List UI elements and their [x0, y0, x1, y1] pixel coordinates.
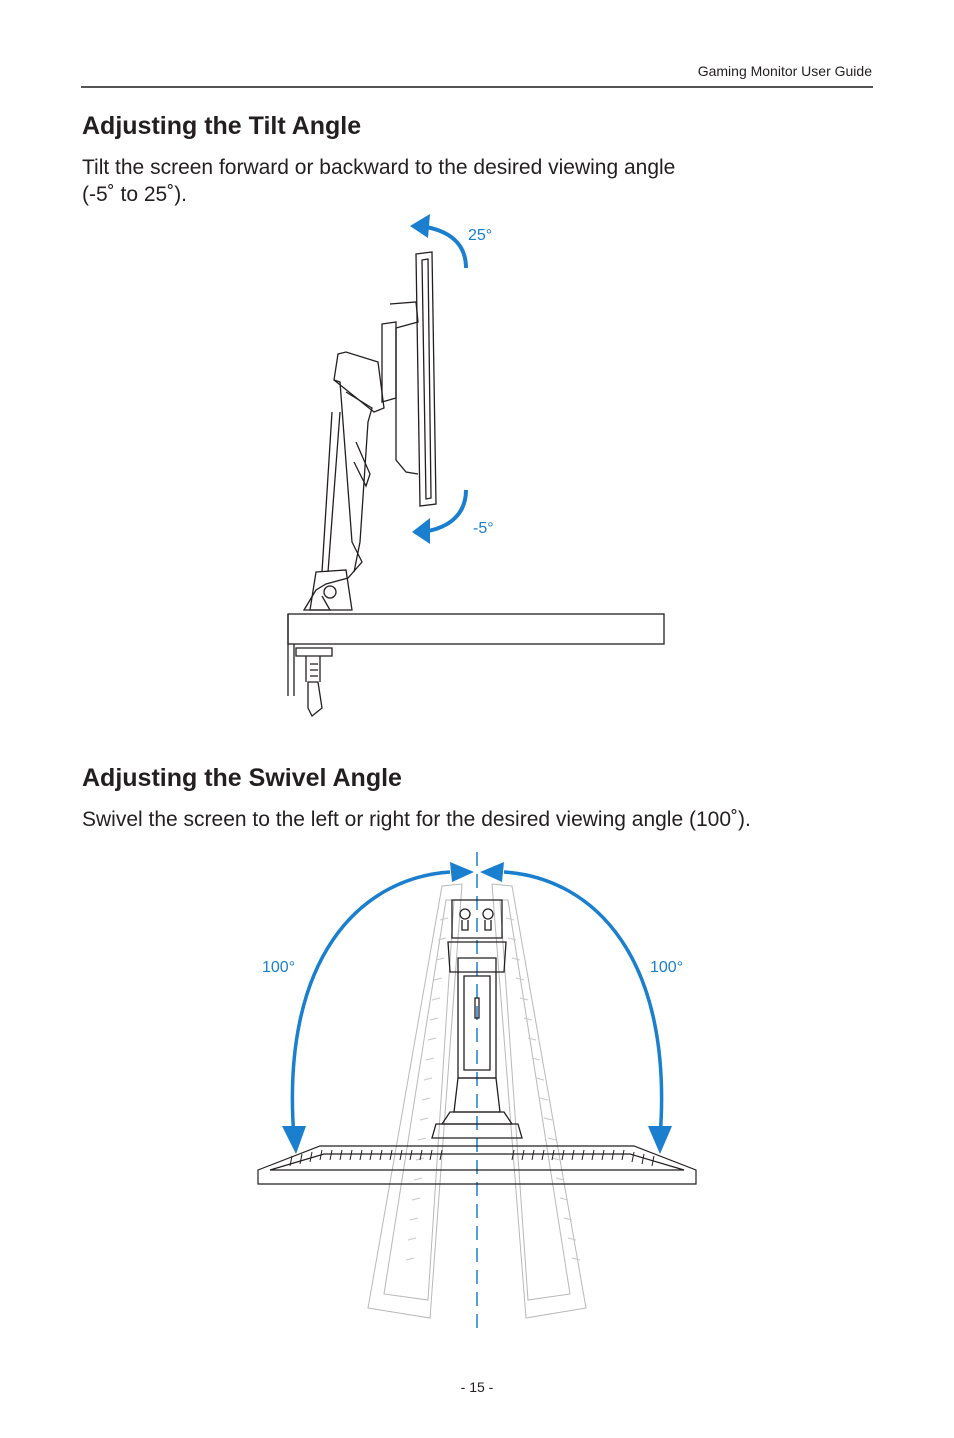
swivel-description: Swivel the screen to the left or right f… [82, 808, 751, 831]
monitor-panel-side [415, 251, 437, 507]
tilt-label-down: -5° [473, 520, 494, 537]
swivel-left-arrow [290, 870, 451, 1139]
swivel-label-left: 100° [262, 959, 295, 976]
running-header: Gaming Monitor User Guide [697, 63, 872, 79]
swivel-ghost-left [367, 883, 463, 1319]
swivel-heading: Adjusting the Swivel Angle [82, 764, 402, 792]
tilt-diagram: 25° -5° [287, 214, 665, 718]
swivel-right-arrow [503, 870, 664, 1139]
swivel-label-right: 100° [650, 959, 683, 976]
swivel-diagram: 100° 100° [257, 852, 697, 1330]
tilt-description-line1: Tilt the screen forward or backward to t… [82, 156, 676, 179]
stand-arm [333, 351, 385, 413]
tilt-description-line2: (-5˚ to 25˚). [82, 183, 188, 206]
tilt-description: Tilt the screen forward or backward to t… [82, 154, 675, 208]
tilt-label-up: 25° [468, 227, 492, 244]
stand-mount [451, 899, 503, 939]
desk [287, 613, 665, 645]
monitor-panel-top [257, 1145, 697, 1185]
header-rule [81, 86, 873, 88]
swivel-ghost-right [491, 883, 587, 1319]
tilt-heading: Adjusting the Tilt Angle [82, 112, 362, 140]
page-number: - 15 - [460, 1379, 494, 1395]
